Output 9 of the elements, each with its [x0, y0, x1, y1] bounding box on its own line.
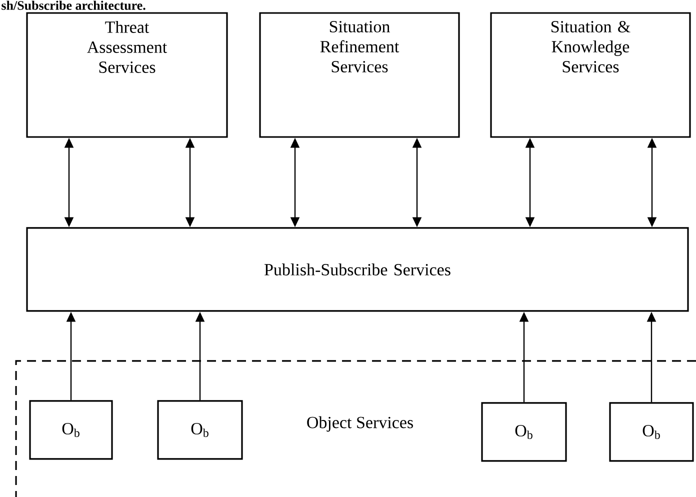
object-box: O$_{b}$: [29, 400, 113, 460]
object-box: O$_{b}$: [609, 402, 694, 462]
heading: sh/Subscribe architecture.: [2, 0, 146, 10]
service-box: Situation & Knowledge Services: [490, 12, 691, 138]
object-box: O$_{b}$: [157, 400, 243, 460]
publish-box: Publish-Subscribe Services: [26, 227, 689, 312]
object-box: O$_{b}$: [481, 402, 567, 462]
service-box: Situation Refinement Services: [259, 12, 460, 138]
service-box: Threat Assessment Services: [26, 12, 228, 138]
